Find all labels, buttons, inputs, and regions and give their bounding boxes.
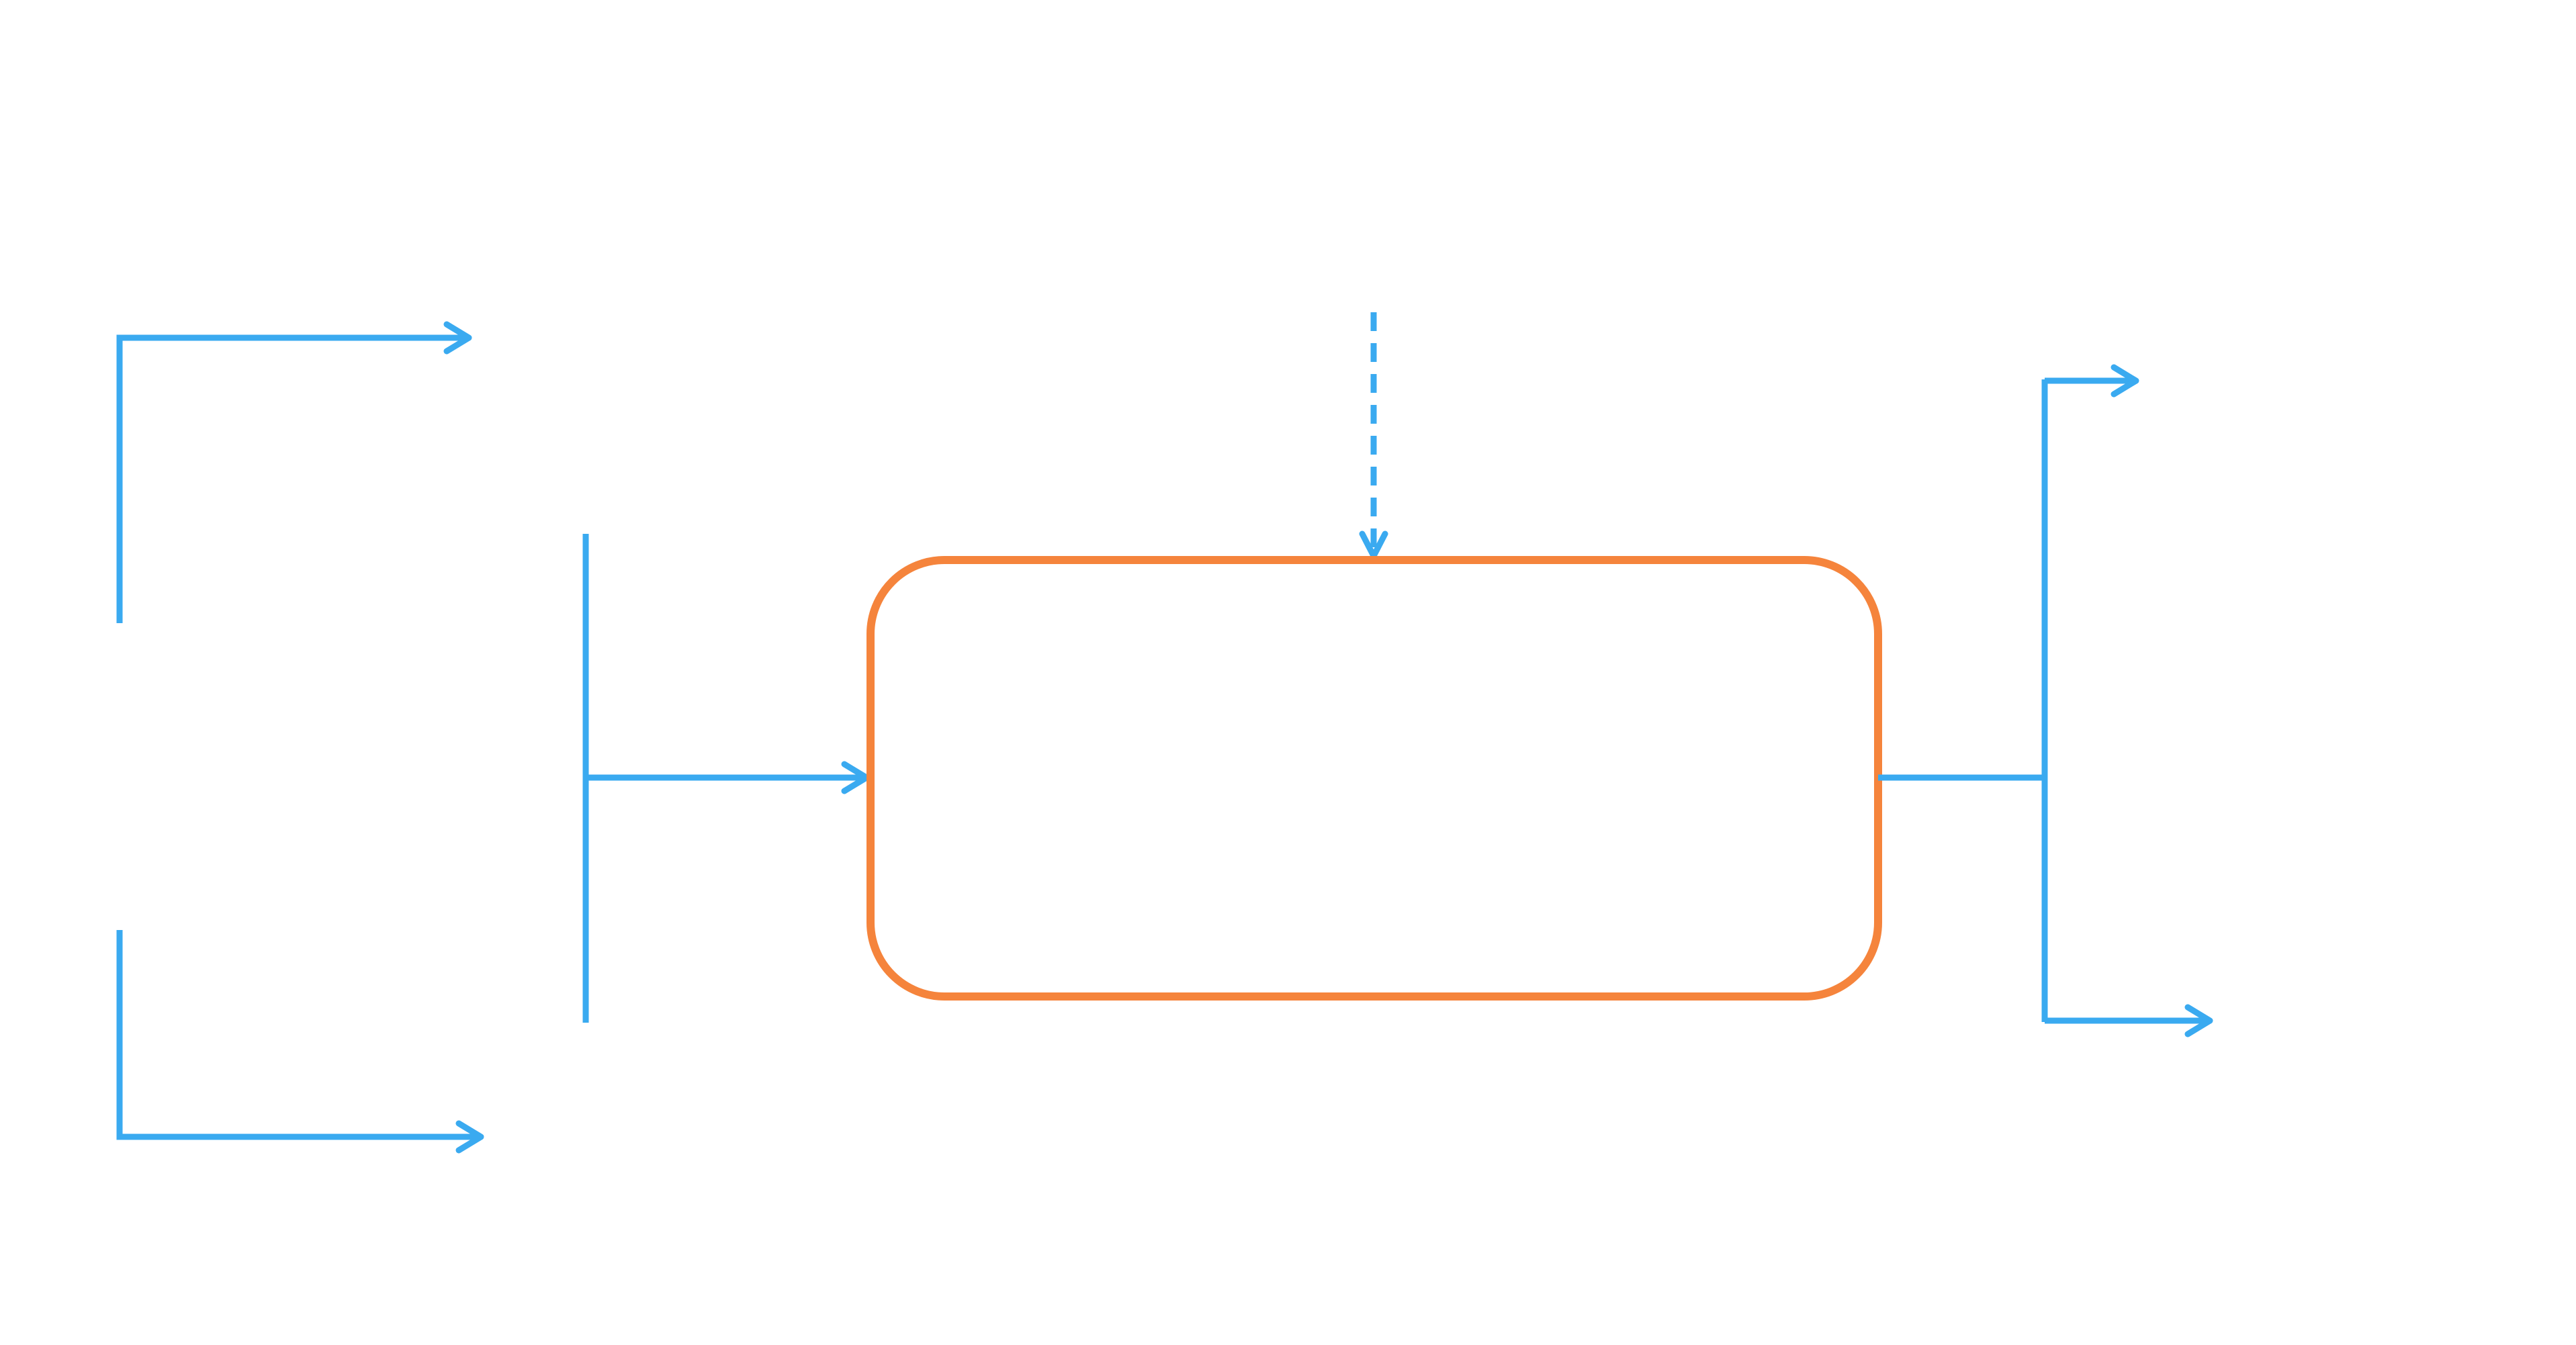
input-arrow [586,761,870,794]
output-bracket-top-arrow [2045,364,2139,398]
output-bracket [2041,364,2213,1037]
bottom-left-elbow-arrow [116,930,484,1154]
top-dashed-arrow [1359,312,1388,559]
output-bracket-bottom-arrow [2045,1004,2213,1037]
process-box [867,556,1882,1001]
top-left-elbow-arrow [116,321,472,623]
